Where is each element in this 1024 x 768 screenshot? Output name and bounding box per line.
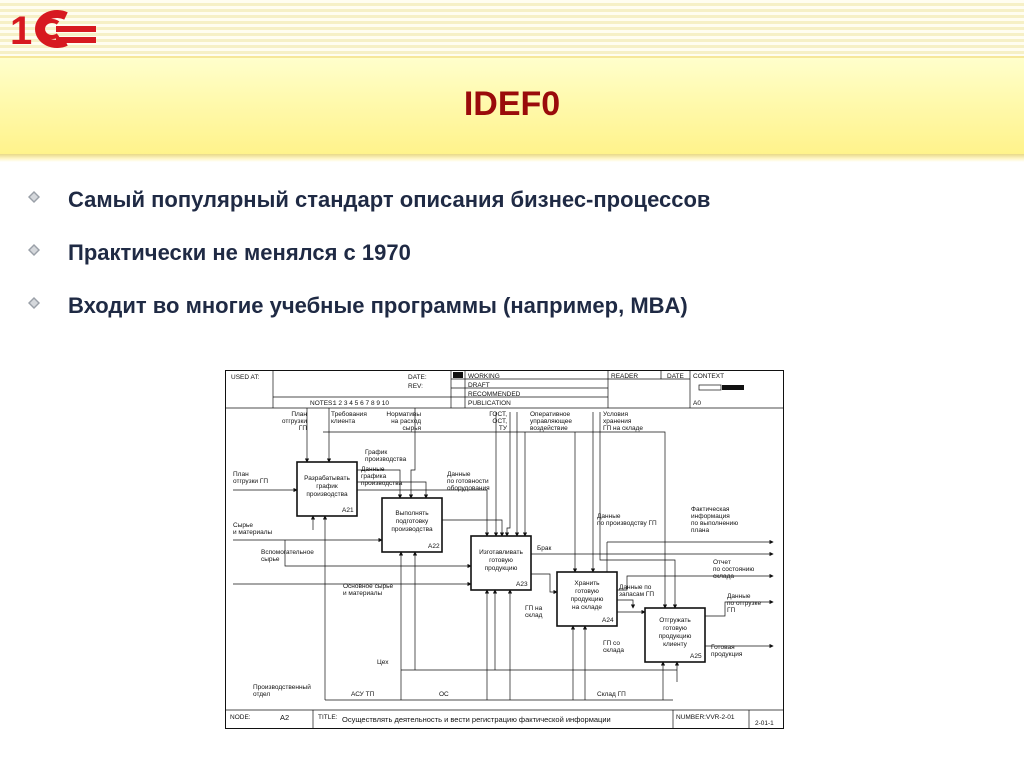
diamond-bullet-icon (28, 244, 40, 256)
number-label: NUMBER: (676, 714, 706, 721)
title-label: TITLE: (318, 714, 338, 721)
diagram-title: Осуществлять деятельность и вести регист… (342, 715, 611, 724)
idef0-diagram-svg: USED AT: DATE: REV: NOTES: 1 2 3 4 5 6 7… (225, 370, 784, 729)
svg-text:1: 1 (10, 9, 32, 50)
bullet-text: Практически не менялся с 1970 (68, 240, 411, 265)
label-asu: АСУ ТП (351, 691, 375, 698)
page-number: 2-01-1 (755, 720, 774, 727)
diagram-footer (225, 709, 784, 729)
slide-title: IDEF0 (463, 85, 561, 123)
diamond-bullet-icon (28, 191, 40, 203)
label-workshop: Цех (377, 659, 389, 666)
reader-label: READER (611, 373, 638, 380)
label-gost: ГОСТ,ОСТ,ТУ (489, 411, 508, 432)
title-bar (0, 56, 1024, 156)
bullet-text: Входит во многие учебные программы (напр… (68, 293, 688, 318)
status-publication: PUBLICATION (468, 400, 511, 407)
diagram-header (225, 370, 784, 409)
box-id: A25 (690, 653, 702, 660)
number-value: VVR-2-01 (706, 714, 735, 721)
title-bar-shadow (0, 154, 1024, 162)
node-value: A2 (280, 713, 289, 722)
status-recommended: RECOMMENDED (468, 391, 521, 398)
node-label: NODE: (230, 714, 251, 721)
notes-numbers: 1 2 3 4 5 6 7 8 9 10 (333, 400, 389, 407)
date-label: DATE: (408, 374, 427, 381)
box-id: A24 (602, 617, 614, 624)
box-id: A22 (428, 543, 440, 550)
header-stripe: 1 (0, 0, 1024, 56)
rev-label: REV: (408, 383, 423, 390)
label-warehouse: Склад ГП (597, 691, 626, 698)
idef0-arrows (233, 408, 774, 701)
diamond-bullet-icon (28, 297, 40, 309)
box-id: A21 (342, 507, 354, 514)
used-at-label: USED AT: (231, 374, 260, 381)
date2-label: DATE (667, 373, 685, 380)
bullet-text: Самый популярный стандарт описания бизне… (68, 187, 711, 212)
label-brak: Брак (537, 545, 551, 552)
notes-label: NOTES: (310, 400, 334, 407)
context-node: A0 (693, 400, 701, 407)
label-os: ОС (439, 691, 449, 698)
1c-logo: 1 (10, 9, 96, 50)
idef0-diagram: USED AT: DATE: REV: NOTES: 1 2 3 4 5 6 7… (225, 370, 787, 730)
status-draft: DRAFT (468, 382, 490, 389)
box-id: A23 (516, 581, 528, 588)
status-working: WORKING (468, 373, 500, 380)
context-label: CONTEXT (693, 373, 724, 380)
